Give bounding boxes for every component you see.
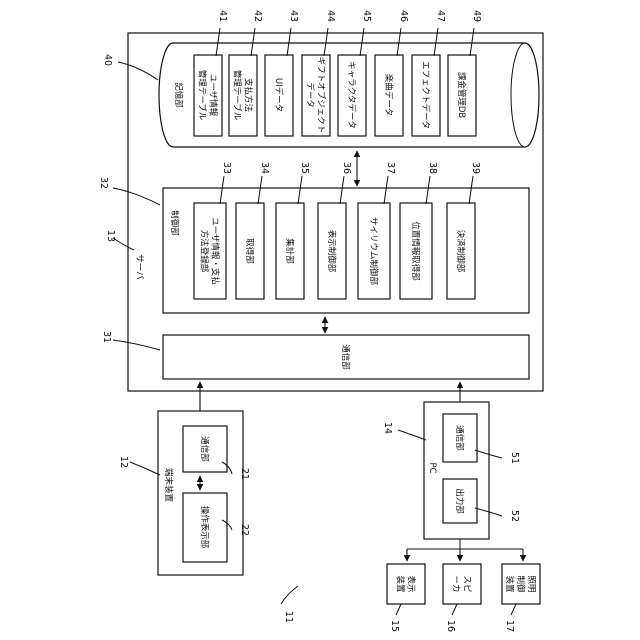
control-unit-label: サイリウム制御部 xyxy=(368,217,379,286)
storage-item-ref: 41 xyxy=(217,10,228,22)
control-unit-ref: 35 xyxy=(299,162,310,174)
storage-label: 記憶部 xyxy=(173,82,184,108)
control-unit-label: 位置情報取得部 xyxy=(410,221,421,281)
pc-output-ref: 52 xyxy=(509,510,520,522)
storage-item-label: 課金管理DB xyxy=(456,72,467,119)
server-ref: 13 xyxy=(105,230,116,242)
terminal-ops-label: 操作表示部 xyxy=(199,506,210,549)
storage-item-ref: 43 xyxy=(288,10,299,22)
control-label: 制御部 xyxy=(169,210,180,236)
terminal-comm-label: 通信部 xyxy=(199,436,210,462)
storage-ref: 40 xyxy=(102,54,113,66)
output-device-ref-leader xyxy=(396,604,401,615)
control-unit-ref: 38 xyxy=(427,162,438,174)
storage-item-list: ユーザ情報管理テーブル41支払方法管理テーブル42UIデータ43ギフトオブジェク… xyxy=(194,10,482,136)
storage-item-label: キャラクタデータ xyxy=(346,61,357,129)
terminal-ops-ref: 22 xyxy=(239,524,250,536)
server-label: サーバ xyxy=(134,254,144,280)
pc-comm-label: 通信部 xyxy=(454,425,465,451)
pc-ref-leader xyxy=(398,430,426,440)
control-unit-ref: 36 xyxy=(341,162,352,174)
control-unit-ref: 34 xyxy=(259,162,270,174)
terminal-comm-ref: 21 xyxy=(239,468,250,480)
terminal-ref: 12 xyxy=(118,456,129,468)
output-device-ref: 15 xyxy=(389,620,400,632)
storage-item-ref: 44 xyxy=(325,10,336,22)
control-unit-label: 決済制御部 xyxy=(455,230,466,273)
output-device-ref: 17 xyxy=(504,620,515,632)
control-unit-label: 集計部 xyxy=(284,238,295,264)
pc-label: PC xyxy=(427,462,437,473)
control-unit-ref: 33 xyxy=(221,162,232,174)
control-unit-label: 取得部 xyxy=(244,238,255,264)
pc-output-label: 出力部 xyxy=(454,488,465,514)
system-ref-leader xyxy=(281,586,298,604)
output-device-list: 表示装置15 スピーカ 16 照明制御装置 17 xyxy=(387,564,540,632)
storage-item-ref: 46 xyxy=(398,10,409,22)
storage-item-label: エフェクトデータ xyxy=(420,61,431,129)
storage-item-label: UIデータ xyxy=(273,78,284,112)
control-ref: 32 xyxy=(98,177,109,189)
output-device-ref-leader xyxy=(452,604,457,615)
storage-item-label: 楽曲データ xyxy=(383,74,394,117)
pc-comm-ref: 51 xyxy=(509,452,520,464)
output-device-label: スピーカ xyxy=(451,575,472,592)
control-unit-label: 表示制御部 xyxy=(326,230,337,273)
storage-item-ref: 45 xyxy=(361,10,372,22)
output-device-ref: 16 xyxy=(445,620,456,632)
terminal-label: 端末装置 xyxy=(163,468,174,503)
output-device: 表示装置15 xyxy=(387,564,425,632)
server-comm-ref: 31 xyxy=(101,331,112,343)
control-unit-ref: 37 xyxy=(385,162,396,174)
terminal-ref-leader xyxy=(130,462,160,475)
storage-item-ref: 47 xyxy=(435,10,446,22)
storage-item-ref: 42 xyxy=(252,10,263,22)
output-device: 照明制御装置 17 xyxy=(502,564,540,632)
output-device-ref-leader xyxy=(511,604,516,615)
pc-ref: 14 xyxy=(382,422,393,434)
server-comm-label: 通信部 xyxy=(340,344,351,370)
system-ref: 11 xyxy=(283,611,294,623)
control-unit-ref: 39 xyxy=(470,162,481,174)
output-device-label: 照明制御装置 xyxy=(504,575,536,593)
output-device: スピーカ 16 xyxy=(443,564,481,632)
storage-item-ref: 49 xyxy=(471,10,482,22)
